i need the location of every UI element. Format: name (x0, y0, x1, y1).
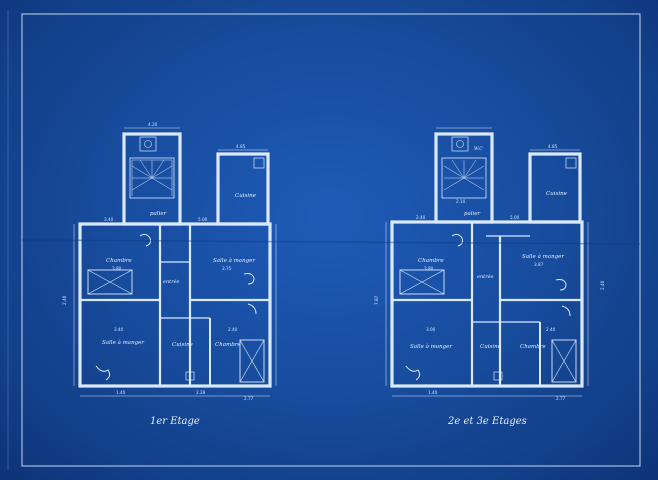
plan2-stair-tower (434, 132, 494, 224)
plan2-wc (451, 136, 469, 152)
plan2-bed-2-cross (551, 339, 577, 383)
plan2-dim-mid-a: 2.40 (416, 215, 426, 220)
plan2-label-salle-1: Salle à manger (522, 253, 564, 260)
plan2-dim-kitchen: 4.85 (548, 144, 558, 149)
plan1-dim-kitchen: 4.85 (236, 144, 246, 149)
plan2-label-salle-2: Salle à manger (410, 343, 452, 350)
floor-plan-1st: palier Cuisine Chambre Salle à manger en… (62, 122, 277, 427)
plan2-dim-mid-b: 5.00 (510, 215, 520, 220)
plan1-label-cuisine: Cuisine (235, 193, 257, 199)
plan2-dim-side: 2.40 (600, 280, 605, 290)
plan2-fireplace-2 (555, 279, 567, 291)
plan2-dim-bottom-a: 1.40 (428, 390, 438, 395)
plan1-label-palier: palier (150, 211, 167, 217)
plan1-bed-2 (239, 339, 265, 383)
plan2-fireplace-4 (561, 305, 571, 317)
plan2-dim-room-d: 2.40 (546, 327, 556, 332)
plan1-stair-steps (131, 159, 173, 191)
plan1-dim-stair: 4.20 (148, 122, 158, 127)
plan2-bed-2 (551, 339, 577, 383)
plan1-dim-bottom-b: 2.28 (196, 390, 206, 395)
plan2-label-chambre-1: Chambre (418, 258, 444, 264)
floor-plan-2nd-3rd: palier W.C Cuisine Chambre Salle à mange… (374, 127, 605, 427)
plan1-kitchen-block (216, 152, 270, 226)
plan1-dim-room-c: 3.40 (114, 327, 124, 332)
plan2-fireplace-3 (405, 365, 421, 381)
plan1-label-chambre-1: Chambre (106, 258, 132, 264)
plan2-dim-room-c: 3.00 (426, 327, 436, 332)
plan1-label-chambre-2: Chambre (215, 342, 241, 348)
plan2-sink-icon (565, 157, 577, 169)
plan1-label-entree: entrée (163, 278, 180, 285)
plan2-bed-1-cross (399, 269, 445, 295)
plan1-sink-2-icon (185, 371, 195, 381)
plan1-dim-bottom-c: 2.77 (244, 396, 254, 401)
plan1-dim-room-b: 3.75 (222, 266, 232, 271)
plan1-dim-mid-b: 5.00 (198, 217, 208, 222)
plan1-bed-1-cross (87, 269, 133, 295)
plan2-dim-room-a: 3.80 (424, 266, 434, 271)
plan1-dim-room-a: 3.80 (112, 266, 122, 271)
plan2-title: 2e et 3e Etages (447, 416, 527, 427)
plan1-toilet-icon (144, 140, 152, 148)
sheet-border (21, 13, 641, 467)
plan2-label-chambre-2: Chambre (520, 344, 546, 350)
paper-fold-horizontal (21, 239, 641, 245)
plan2-kitchen-block (528, 152, 582, 224)
plan2-label-palier: palier (464, 211, 481, 217)
plan1-stair-well (129, 157, 175, 199)
plan1-label-cuisine-2: Cuisine (172, 342, 194, 348)
plan1-sink-icon (253, 157, 265, 169)
plan1-fireplace-3 (95, 365, 111, 381)
plan1-fireplace-1 (139, 233, 151, 247)
plan2-label-entree: entrée (477, 273, 494, 280)
plan2-label-wc: W.C (474, 146, 483, 152)
plan1-dim-mid-a: 3.40 (104, 217, 114, 222)
plan2-label-cuisine: Cuisine (546, 191, 568, 197)
plan1-dim-bottom-a: 1.40 (116, 390, 126, 395)
plan1-stair-tower (122, 132, 182, 226)
plan2-stair-steps (443, 159, 485, 191)
plan2-dim-room-b: 3.87 (534, 262, 544, 267)
plan1-dim-room-d: 2.40 (228, 327, 238, 332)
plan1-dim-height: 2.40 (62, 295, 67, 305)
plan2-toilet-icon (456, 140, 464, 148)
plan1-wc (139, 136, 157, 152)
plan1-bed-1 (87, 269, 133, 295)
plan2-fireplace-1 (451, 233, 463, 247)
plan2-outer-wall (390, 220, 584, 388)
plan2-label-cuisine-2: Cuisine (480, 344, 502, 350)
plan1-fireplace-2 (243, 273, 255, 285)
plan1-title: 1er Etage (150, 416, 200, 427)
plan2-dim-bottom-b: 2.77 (556, 396, 566, 401)
plan1-bed-2-cross (239, 339, 265, 383)
plan2-sink-2-icon (493, 371, 503, 381)
plan1-outer-wall (78, 222, 272, 388)
plan1-label-salle-1: Salle à manger (213, 257, 255, 264)
plan1-label-salle-2: Salle à manger (102, 339, 144, 346)
plan2-bed-1 (399, 269, 445, 295)
plan2-dim-height: 7.87 (374, 295, 379, 305)
plan1-fireplace-4 (247, 303, 257, 315)
plan2-dim-stair: 2.10 (456, 199, 466, 204)
plan2-stair-well (441, 157, 487, 199)
